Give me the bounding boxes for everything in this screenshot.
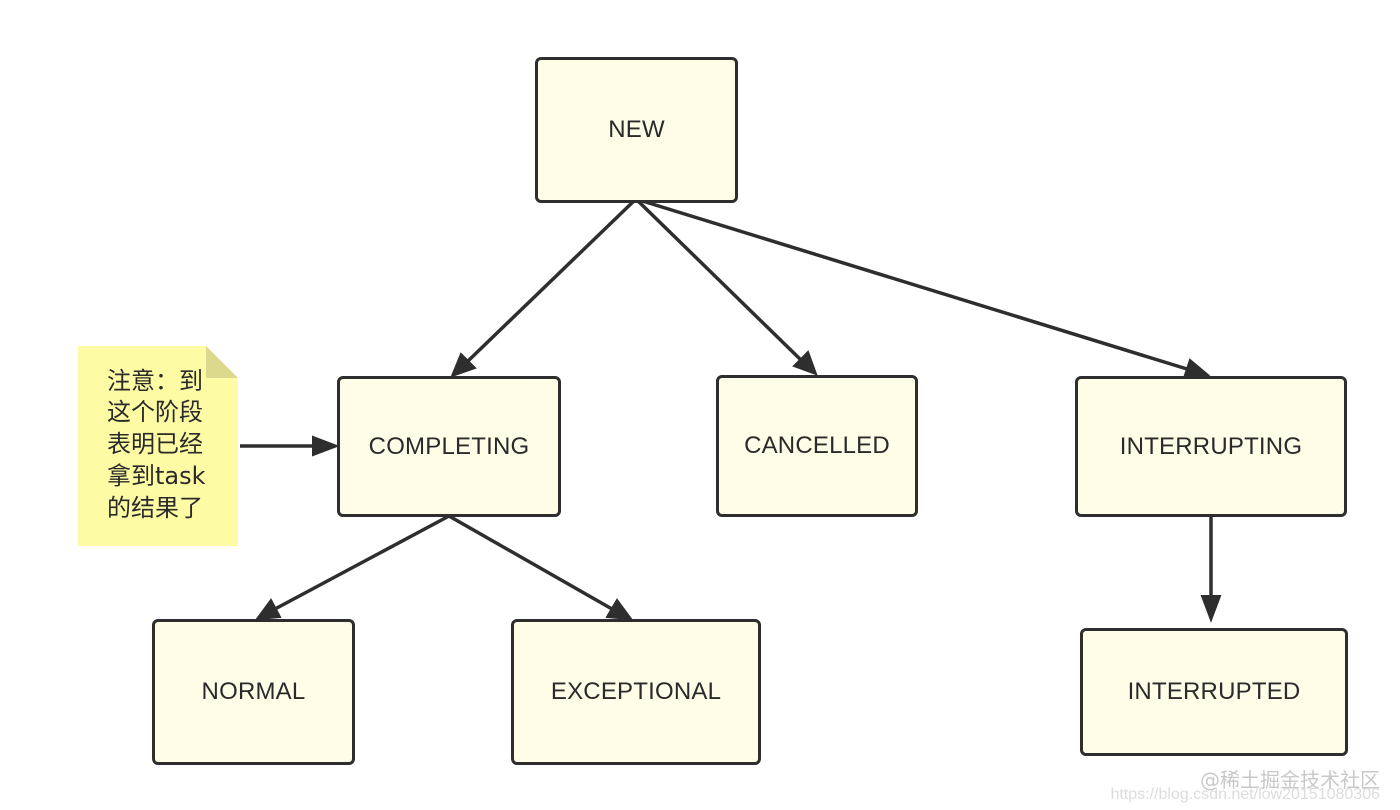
state-label-interrupting: INTERRUPTING bbox=[1119, 432, 1303, 460]
sticky-note bbox=[78, 346, 238, 546]
state-node-interrupting: INTERRUPTING bbox=[1075, 376, 1347, 517]
edge-completing-exceptional bbox=[448, 514, 634, 621]
edge-new-interrupting bbox=[635, 197, 1211, 380]
state-node-completing: COMPLETING bbox=[337, 376, 561, 517]
edge-completing-normal bbox=[254, 514, 450, 621]
edge-new-completing bbox=[450, 197, 638, 378]
state-node-new: NEW bbox=[535, 57, 738, 203]
note-line: 这个阶段 bbox=[107, 398, 203, 426]
note-line: 注意：到 bbox=[107, 367, 203, 395]
state-node-normal: NORMAL bbox=[152, 619, 355, 765]
state-label-interrupted: INTERRUPTED bbox=[1127, 678, 1301, 705]
state-label-cancelled: CANCELLED bbox=[744, 432, 890, 459]
note-line: 的结果了 bbox=[107, 494, 203, 522]
edge-note-completing bbox=[240, 435, 340, 457]
note-line: 表明已经 bbox=[107, 430, 203, 458]
note-line: 拿到task bbox=[107, 462, 206, 490]
state-label-new: NEW bbox=[608, 116, 665, 143]
state-label-exceptional: EXCEPTIONAL bbox=[550, 678, 722, 705]
edge-new-cancelled bbox=[634, 197, 818, 376]
state-label-completing: COMPLETING bbox=[368, 432, 530, 460]
state-node-exceptional: EXCEPTIONAL bbox=[511, 619, 761, 765]
edge-interrupting-interrupted bbox=[1200, 517, 1222, 623]
watermark-url: https://blog.csdn.net/low20151080306 bbox=[1110, 786, 1380, 803]
state-node-cancelled: CANCELLED bbox=[716, 375, 918, 517]
state-node-interrupted: INTERRUPTED bbox=[1080, 628, 1348, 756]
state-label-normal: NORMAL bbox=[201, 678, 306, 705]
watermark-brand: @稀土掘金技术社区 bbox=[1200, 768, 1380, 792]
